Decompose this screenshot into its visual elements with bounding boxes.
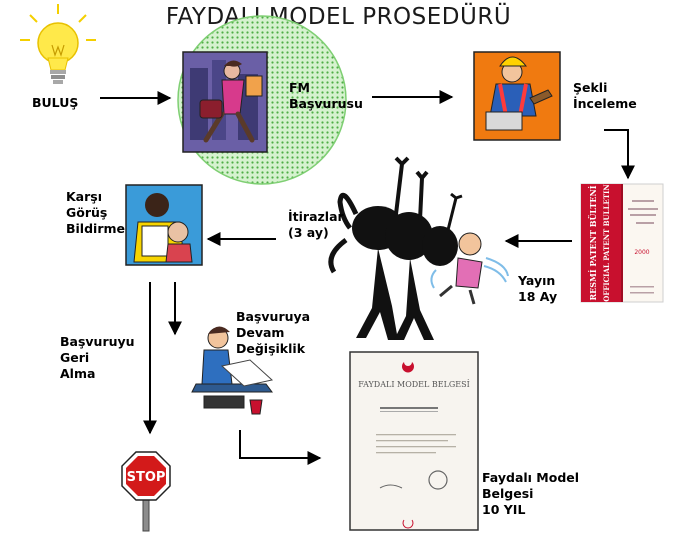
objectors-crowd-icon [328,156,463,340]
label-formal-exam: Şekli İnceleme [573,80,637,111]
lightbulb-icon [20,4,96,84]
reviewer-reading-icon [125,184,203,266]
arrow-exam-to-bulletin [604,129,635,180]
bulletin-year: 2000 [634,249,649,256]
label-invention: BULUŞ [32,95,79,110]
stop-sign-text: STOP [127,470,166,485]
label-application: FM Başvurusu [289,80,363,111]
certificate-document [349,351,479,531]
patent-bulletin-book [580,183,664,303]
label-objections: İtirazlar (3 ay) [288,209,344,240]
drafting-man-icon [191,326,274,415]
label-publication: Yayın 18 Ay [518,273,558,304]
certificate-doc-title: FAYDALI MODEL BELGESİ [358,380,470,389]
label-certificate: Faydalı Model Belgesi 10 YIL [482,470,580,517]
label-continue-change: Başvuruya Devam Değişiklik [236,309,311,356]
applicant-running-icon [182,51,268,153]
bulletin-spine-tr: RESMİ PATENT BÜLTENİ [588,185,598,300]
stop-sign-icon [121,451,171,532]
label-withdraw: Başvuruyu Geri Alma [60,334,135,381]
bulletin-spine-en: OFFICIAL PATENT BULLETIN [602,184,611,302]
inspector-worker-icon [473,51,561,141]
frightened-man-icon [430,232,509,305]
label-counter-opinion: Karşı Görüş Bildirme [66,189,125,236]
arrow-to-certificate [239,430,322,465]
